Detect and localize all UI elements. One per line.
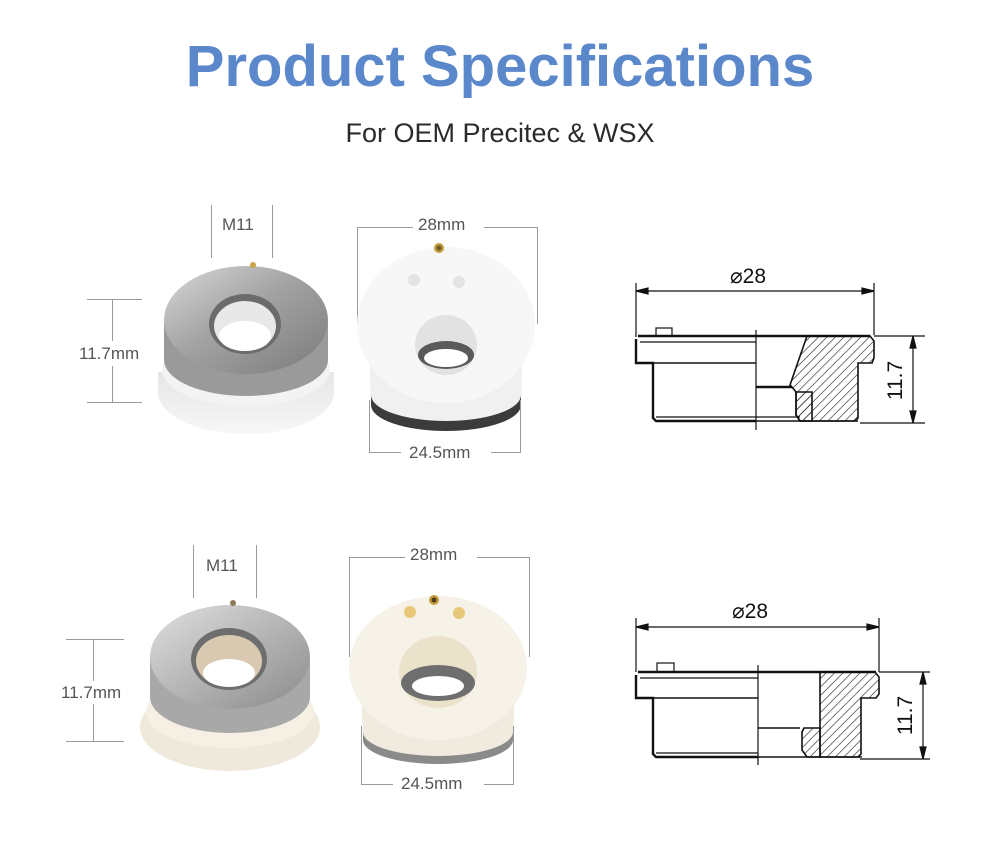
dim-line <box>193 545 194 598</box>
dim-line <box>93 639 94 681</box>
dim-line <box>349 557 350 657</box>
diameter-label: ⌀28 <box>730 265 767 288</box>
dim-line <box>112 366 113 402</box>
dim-line <box>349 557 405 558</box>
dim-line <box>112 299 113 341</box>
top-diameter-label: 28mm <box>418 215 466 234</box>
ceramic-nozzle-top-image <box>357 243 535 431</box>
dim-line <box>484 227 538 228</box>
dim-line <box>477 557 530 558</box>
height-label: 11.7mm <box>79 344 140 363</box>
cross-section-drawing <box>634 618 930 765</box>
cross-section-drawing <box>634 283 925 430</box>
dim-line <box>529 557 530 657</box>
dim-line <box>369 452 401 453</box>
dim-line <box>361 784 393 785</box>
dim-line <box>491 452 521 453</box>
dim-line <box>361 726 362 784</box>
thread-label: M11 <box>222 215 254 234</box>
dim-line <box>537 227 538 324</box>
dim-line <box>513 726 514 784</box>
ceramic-nozzle-top-image <box>349 595 527 764</box>
dim-line <box>369 400 370 452</box>
height-label: 11.7mm <box>61 683 122 702</box>
dim-line <box>66 639 124 640</box>
dim-line <box>520 400 521 452</box>
page-title: Product Specifications <box>185 34 815 99</box>
dim-line <box>211 205 212 258</box>
bottom-diameter-label: 24.5mm <box>401 774 463 793</box>
top-diameter-label: 28mm <box>410 545 458 564</box>
dim-line <box>87 299 142 300</box>
page-subtitle: For OEM Precitec & WSX <box>345 118 655 148</box>
dim-line <box>87 402 142 403</box>
dim-line <box>93 704 94 741</box>
dim-line <box>272 205 273 258</box>
bottom-diameter-label: 24.5mm <box>409 443 471 462</box>
dim-line <box>357 227 358 324</box>
dim-line <box>66 741 124 742</box>
dim-line <box>357 227 413 228</box>
dim-line <box>256 545 257 598</box>
thread-label: M11 <box>206 556 238 575</box>
diameter-label: ⌀28 <box>732 600 769 623</box>
ceramic-nozzle-front-image <box>140 600 320 771</box>
ceramic-nozzle-front-image <box>158 262 334 434</box>
dim-line <box>484 784 514 785</box>
